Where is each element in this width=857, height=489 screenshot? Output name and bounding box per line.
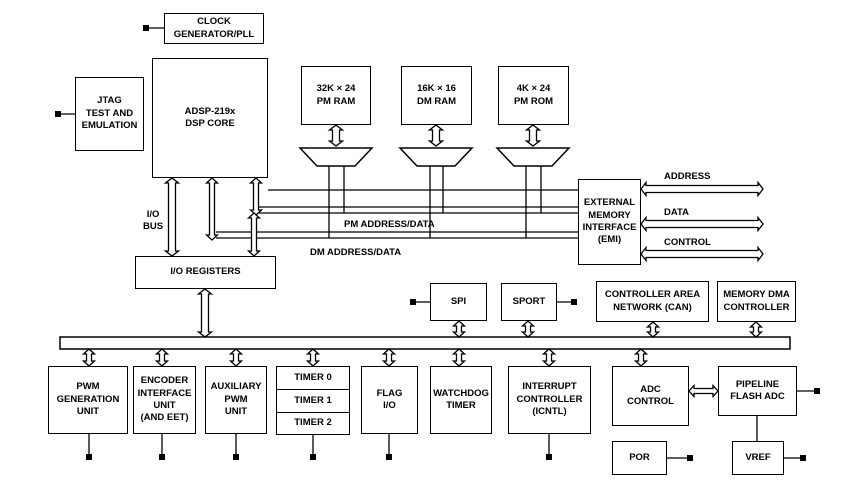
pm-ram-block: 32K × 24 PM RAM [301, 66, 371, 125]
dm-ram-label: 16K × 16 DM RAM [416, 83, 457, 107]
dsp-core-label: ADSP-219x DSP CORE [184, 105, 236, 129]
can-block: CONTROLLER AREA NETWORK (CAN) [596, 281, 709, 322]
timer-1-block: TIMER 1 [276, 389, 350, 413]
sport-block: SPORT [501, 283, 557, 321]
adc-control-block: ADC CONTROL [612, 366, 689, 426]
spi-label: SPI [450, 295, 467, 307]
encoder-interface-label: ENCODER INTERFACE UNIT (AND EET) [137, 375, 192, 424]
timer-0-block: TIMER 0 [276, 366, 350, 390]
address-bus-arrow [640, 180, 764, 198]
peripheral-arrow-1 [154, 348, 170, 367]
vref-label: VREF [745, 451, 771, 463]
peripheral-arrow-5 [451, 348, 467, 367]
memory-dma-block: MEMORY DMA CONTROLLER [717, 281, 796, 322]
sport-label: SPORT [512, 295, 546, 307]
pm-bus-label: PM ADDRESS/DATA [344, 219, 435, 230]
can-bus-arrow [645, 321, 661, 338]
timer-pin-terminal [310, 454, 316, 460]
data-bus-label: DATA [664, 207, 689, 218]
por-block: POR [612, 441, 667, 475]
pm-rom-label: 4K × 24 PM ROM [513, 83, 554, 107]
adc-input-pin-terminal [814, 388, 820, 394]
vref-pin-terminal [800, 455, 806, 461]
por-pin-terminal [687, 455, 693, 461]
adc-control-label: ADC CONTROL [627, 383, 674, 407]
pm-ram-arrow [327, 124, 345, 147]
pwm-pin-terminal [86, 454, 92, 460]
pm-rom-block: 4K × 24 PM ROM [498, 66, 569, 125]
peripheral-arrow-6 [541, 348, 557, 367]
pm-rom-arrow [524, 124, 542, 147]
watchdog-timer-label: WATCHDOG TIMER [433, 387, 489, 411]
io-reg-peripheral-arrow [196, 288, 214, 338]
clock-generator-label: CLOCK GENERATOR/PLL [173, 16, 255, 40]
peripheral-arrow-3 [305, 348, 321, 367]
peripheral-bus [59, 336, 791, 350]
peripheral-arrow-4 [381, 348, 397, 367]
jtag-pin-terminal [55, 111, 61, 117]
peripheral-arrow-7 [633, 348, 649, 367]
io-registers-label: I/O REGISTERS [170, 266, 241, 278]
interrupt-controller-block: INTERRUPT CONTROLLER (ICNTL) [508, 366, 591, 434]
dsp-core-block: ADSP-219x DSP CORE [152, 58, 268, 178]
control-bus-arrow [640, 245, 764, 263]
address-bus-label: ADDRESS [664, 171, 711, 182]
memory-dma-label: MEMORY DMA CONTROLLER [723, 289, 790, 313]
encoder-interface-block: ENCODER INTERFACE UNIT (AND EET) [133, 366, 196, 434]
dm-ram-mux [398, 147, 474, 167]
aux-pwm-pin-terminal [233, 454, 239, 460]
flag-io-block: FLAG I/O [361, 366, 418, 434]
watchdog-timer-block: WATCHDOG TIMER [430, 366, 492, 434]
pm-ram-label: 32K × 24 PM RAM [316, 83, 356, 107]
dm-ram-arrow [427, 124, 445, 147]
control-bus-label: CONTROL [664, 237, 711, 248]
pipeline-flash-adc-block: PIPELINE FLASH ADC [718, 366, 797, 416]
timer-1-label: TIMER 1 [294, 394, 332, 406]
timer-2-block: TIMER 2 [276, 412, 350, 435]
io-bus-arrow [163, 177, 181, 257]
flag-io-label: FLAG I/O [376, 387, 403, 411]
encoder-pin-terminal [159, 454, 165, 460]
data-bus-arrow [640, 215, 764, 233]
adc-pipeline-arrow [688, 383, 719, 399]
flag-pin-terminal [386, 454, 392, 460]
spi-bus-arrow [451, 320, 467, 338]
peripheral-arrow-0 [81, 348, 97, 367]
spi-pin-terminal [410, 299, 416, 305]
pwm-generation-label: PWM GENERATION UNIT [56, 381, 120, 418]
pipeline-flash-adc-label: PIPELINE FLASH ADC [730, 378, 785, 402]
pwm-generation-block: PWM GENERATION UNIT [48, 366, 128, 434]
auxiliary-pwm-block: AUXILIARY PWM UNIT [205, 366, 267, 434]
io-registers-block: I/O REGISTERS [135, 256, 276, 289]
jtag-label: JTAG TEST AND EMULATION [81, 95, 138, 132]
emi-label: EXTERNAL MEMORY INTERFACE (EMI) [582, 197, 637, 246]
sport-pin-terminal [571, 299, 577, 305]
can-label: CONTROLLER AREA NETWORK (CAN) [604, 289, 701, 313]
jtag-block: JTAG TEST AND EMULATION [75, 77, 144, 151]
core-pm-bus-arrow [248, 177, 264, 216]
por-label: POR [629, 451, 650, 463]
vref-block: VREF [732, 441, 784, 475]
dm-bus-label: DM ADDRESS/DATA [310, 247, 402, 258]
auxiliary-pwm-label: AUXILIARY PWM UNIT [210, 381, 262, 418]
timer-0-label: TIMER 0 [294, 371, 332, 383]
clock-generator-block: CLOCK GENERATOR/PLL [164, 13, 264, 44]
timer-2-label: TIMER 2 [294, 417, 332, 429]
peripheral-arrow-2 [228, 348, 244, 367]
pm-ram-mux [298, 147, 374, 167]
dma-bus-arrow [748, 321, 764, 338]
pm-to-io-arrow [246, 212, 262, 257]
io-bus-label: I/O BUS [143, 209, 164, 232]
emi-block: EXTERNAL MEMORY INTERFACE (EMI) [578, 179, 641, 265]
dm-ram-block: 16K × 16 DM RAM [401, 66, 472, 125]
icntl-pin-terminal [546, 454, 552, 460]
pm-rom-mux [495, 147, 571, 167]
interrupt-controller-label: INTERRUPT CONTROLLER (ICNTL) [516, 381, 583, 418]
sport-bus-arrow [520, 320, 536, 338]
spi-block: SPI [430, 283, 487, 321]
clock-pin-terminal [143, 25, 149, 31]
core-dm-bus-arrow [204, 177, 220, 241]
